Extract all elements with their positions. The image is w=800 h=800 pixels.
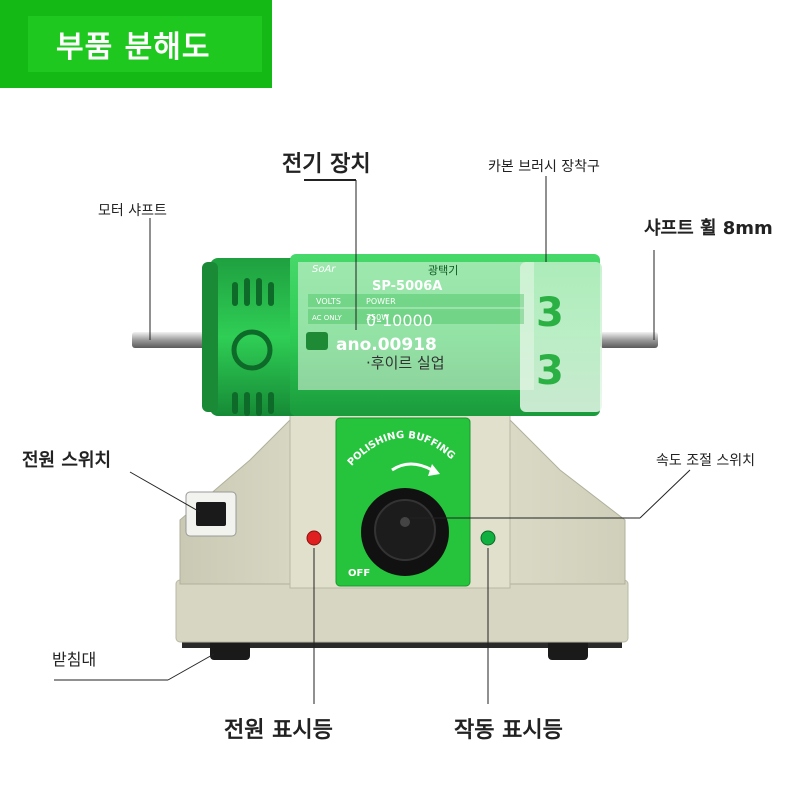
leader-speed-switch-a <box>639 469 691 519</box>
label-brand: SoAr <box>312 264 336 275</box>
vent-slot <box>256 392 262 416</box>
vent-slot <box>268 282 274 306</box>
base-foot-right <box>548 640 588 660</box>
label-name-suffix: 광택기 <box>428 264 458 277</box>
label-serial: ano.00918 <box>336 335 437 355</box>
base-plate <box>175 579 629 643</box>
vent-slot <box>232 282 238 306</box>
speed-knob-cap <box>374 499 436 561</box>
leader-base-b <box>167 653 215 681</box>
label-operation-indicator: 작동 표시등 <box>454 718 563 743</box>
vent-slot <box>244 278 250 306</box>
vent-slot <box>268 392 274 414</box>
direction-arrow-icon <box>391 462 433 472</box>
title-banner-inner <box>28 16 262 72</box>
label-power-value: 350W <box>366 313 389 322</box>
label-volts-header: VOLTS <box>316 297 341 306</box>
vent-slot <box>244 392 250 416</box>
product-label <box>298 262 534 390</box>
vent-ring-icon <box>231 329 273 371</box>
label-ac-only: AC ONLY <box>312 314 342 322</box>
banner-title: 부품 분해도 <box>56 30 211 65</box>
title-banner: 부품 분해도 <box>0 0 272 88</box>
label-speed-switch: 속도 조절 스위치 <box>656 453 756 469</box>
carbon-brush-cover <box>520 262 602 412</box>
base-foot-left <box>210 640 250 660</box>
label-shaft-wheel: 샤프트 휠 8mm <box>644 218 773 239</box>
label-power-switch: 전원 스위치 <box>22 450 112 471</box>
speed-knob-dot <box>400 517 410 527</box>
label-rpm: 0-10000 <box>366 311 433 330</box>
brand-logo-icon <box>306 332 328 350</box>
power-indicator-light <box>306 530 322 546</box>
motor-shaft-right <box>600 332 658 348</box>
label-base: 받침대 <box>52 650 97 669</box>
label-power-indicator: 전원 표시등 <box>224 718 333 743</box>
vent-slot <box>256 278 262 306</box>
vent-slot <box>232 392 238 414</box>
label-power-header: POWER <box>366 297 396 306</box>
label-mark-upper: 3 <box>536 290 564 336</box>
label-motor-shaft: 모터 샤프트 <box>98 203 167 219</box>
leader-power-switch <box>129 471 201 513</box>
direction-arrow-head-icon <box>428 464 440 476</box>
label-electric-device: 전기 장치 <box>282 152 371 177</box>
product-label-spec-table <box>308 294 524 324</box>
panel-off-text: OFF <box>348 568 370 579</box>
operation-indicator-light <box>480 530 496 546</box>
motor-shaft-left <box>132 332 212 348</box>
label-maker: ·후이르 실업 <box>366 354 445 372</box>
motor-end-ring <box>202 262 218 412</box>
label-carbon-brush: 카본 브러시 장착구 <box>488 159 600 175</box>
label-mark-lower: 3 <box>536 348 564 394</box>
label-model: SP-5006A <box>372 279 442 294</box>
power-switch[interactable] <box>196 502 226 526</box>
